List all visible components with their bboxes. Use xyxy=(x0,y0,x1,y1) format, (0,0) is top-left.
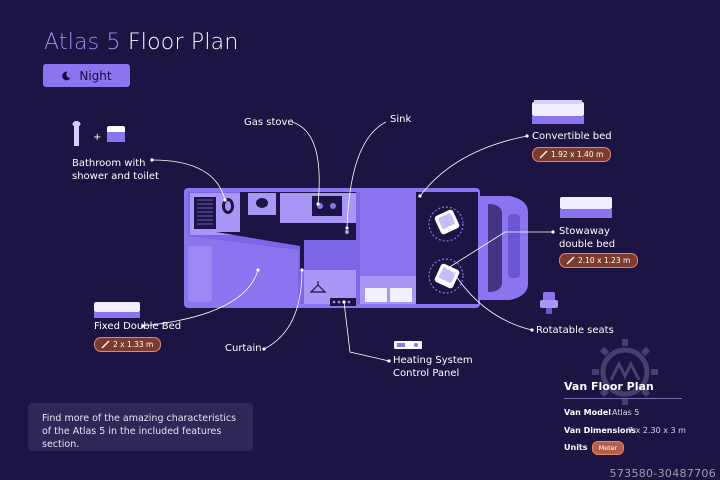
fixed-bed-size: 2 x 1.33 m xyxy=(113,340,154,349)
bathroom-label-line1: Bathroom with xyxy=(72,158,146,169)
fixed-bed-label: Fixed Double Bed xyxy=(94,321,182,332)
info-box: Find more of the amazing characteristics… xyxy=(28,403,253,451)
heating-panel-thumbnail xyxy=(394,341,422,349)
night-mode-label: Night xyxy=(79,68,112,83)
callout-lines xyxy=(142,121,553,362)
convertible-bed-size-badge: 1.92 x 1.40 m xyxy=(532,147,612,162)
stowaway-bed-label-line1: Stowaway xyxy=(559,226,610,237)
rotatable-seat-thumbnail xyxy=(540,292,558,314)
gas-stove-label: Gas stove xyxy=(244,117,294,128)
night-mode-button[interactable]: Night xyxy=(43,64,130,87)
fixed-bed-thumbnail xyxy=(94,302,140,318)
ruler-icon xyxy=(539,150,548,159)
shower-tray xyxy=(194,197,216,229)
convertible-bed-size: 1.92 x 1.40 m xyxy=(551,150,604,159)
stowaway-bed-label-line2: double bed xyxy=(559,238,616,250)
seat-area xyxy=(416,192,478,304)
stowaway-bed-size: 2.10 x 1.23 m xyxy=(578,256,631,265)
info-line2: of the Atlas 5 in the included features … xyxy=(42,426,222,450)
rotatable-seats-label: Rotatable seats xyxy=(536,325,614,336)
stowaway-bed-size-badge: 2.10 x 1.23 m xyxy=(559,253,639,268)
brand-name: Atlas 5 xyxy=(44,30,121,55)
sink-label: Sink xyxy=(390,114,412,125)
page-title: Atlas 5 Floor Plan xyxy=(44,30,238,55)
moon-icon xyxy=(62,71,71,80)
van-floor-plan xyxy=(184,188,528,308)
van-floor-plan-title: Van Floor Plan xyxy=(564,380,654,393)
hanger-icon xyxy=(309,281,327,293)
units-badge: Meter xyxy=(592,441,624,455)
stowaway-bed-label: Stowaway double bed xyxy=(559,226,615,251)
fixed-double-bed-area xyxy=(188,236,298,304)
gear-logo-icon xyxy=(592,339,658,405)
watermark: 573580-30487706 xyxy=(609,467,716,480)
info-line1: Find more of the amazing characteristics xyxy=(42,413,237,424)
van-dimensions-value: 7 x 2.30 x 3 m xyxy=(628,426,686,435)
bathroom-thumbnail: + xyxy=(72,121,125,146)
convertible-bed-label: Convertible bed xyxy=(532,131,612,142)
bathroom-sink-icon xyxy=(256,198,268,208)
van-model-value: Atlas 5 xyxy=(612,408,640,417)
bathroom-label: Bathroom with shower and toilet xyxy=(72,158,159,183)
stowaway-bed-thumbnail xyxy=(560,197,612,218)
units-key: Units xyxy=(564,443,588,452)
convertible-bed-thumbnail xyxy=(532,100,584,124)
ruler-icon xyxy=(101,340,110,349)
van-dimensions-key: Van Dimensions xyxy=(564,426,636,435)
ruler-icon xyxy=(566,256,575,265)
convertible-bed-area xyxy=(360,192,416,276)
title-rest: Floor Plan xyxy=(127,30,239,55)
spec-divider xyxy=(564,398,682,399)
fixed-bed-size-badge: 2 x 1.33 m xyxy=(94,337,162,352)
van-model-key: Van Model xyxy=(564,408,611,417)
svg-text:+: + xyxy=(93,132,101,143)
windshield xyxy=(488,204,502,292)
van-cab xyxy=(478,196,528,300)
heating-label-line2: Control Panel xyxy=(393,367,460,379)
bathroom-label-line2: shower and toilet xyxy=(72,170,159,182)
heating-label-line1: Heating System xyxy=(393,355,473,366)
callout-dots xyxy=(141,134,555,363)
heating-label: Heating System Control Panel xyxy=(393,355,473,380)
gas-stove-icon xyxy=(312,196,342,216)
rotatable-seat-icon xyxy=(434,209,460,235)
curtain-label: Curtain xyxy=(225,343,262,354)
